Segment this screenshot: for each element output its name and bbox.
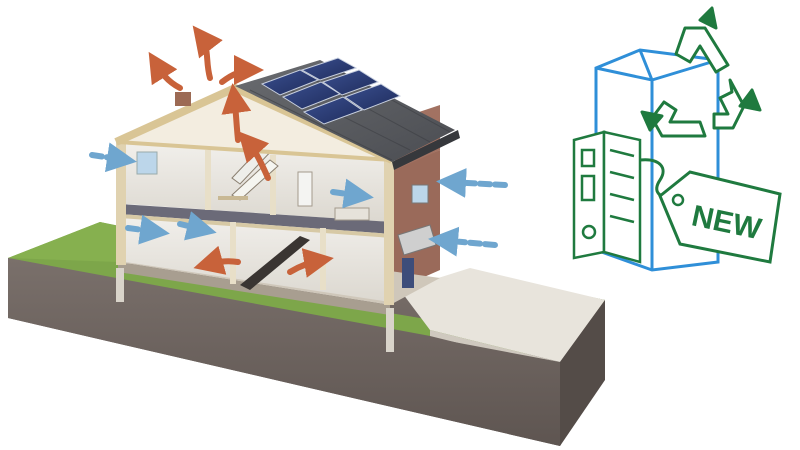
exhaust-arrow-3 [219, 55, 264, 86]
interior-wall-2 [270, 155, 276, 215]
tag-hole [671, 193, 685, 207]
grass-strip [8, 222, 135, 262]
exhaust-arrow-7 [193, 245, 241, 275]
exhaust-arrow-2 [192, 25, 223, 81]
fresh-air-arrow-inner-1 [177, 211, 217, 241]
foundation-post-1 [116, 268, 124, 302]
table [218, 196, 248, 200]
attic-space [116, 88, 392, 160]
right-wall [384, 155, 394, 305]
exhaust-arrow-5 [237, 131, 271, 181]
fresh-air-arrow-left-lower [125, 214, 170, 245]
fresh-air-arrow-left-upper [89, 142, 137, 173]
vent-stack [175, 92, 191, 106]
new-tag: NEW [658, 170, 782, 264]
warm-exhaust-arrows [148, 25, 334, 278]
fresh-air-arrows [89, 142, 508, 257]
roof-eave [392, 130, 460, 170]
exhaust-arrow-1 [148, 51, 183, 91]
exhaust-arrow-4 [221, 83, 252, 143]
left-wall [116, 140, 126, 265]
ground [8, 222, 605, 446]
exhaust-arrow-6 [287, 248, 334, 278]
interior-wall-1 [205, 150, 211, 210]
floor-slab-front [118, 262, 390, 315]
fresh-air-arrow-lower [428, 226, 498, 257]
fresh-air-arrow-upper [436, 167, 508, 198]
ventilation-unit [572, 130, 642, 264]
brick-side-wall [390, 150, 440, 292]
interior-wall-3 [230, 222, 236, 284]
foundation-post-2 [386, 308, 394, 352]
recycle-icon [640, 6, 762, 138]
fresh-air-arrow-inner-2 [330, 178, 374, 209]
kitchen-counter [334, 207, 370, 221]
cabinet-edge [595, 49, 719, 270]
window-upper-left [136, 151, 158, 175]
fridge [297, 171, 313, 207]
soil-side [560, 300, 605, 446]
soil-front [8, 258, 560, 446]
paving-top [400, 268, 605, 362]
window-side [411, 184, 429, 204]
tag-shape [658, 170, 782, 264]
solar-panels [260, 57, 402, 125]
renewal-badge: NEW [572, 6, 782, 272]
door-side [402, 258, 414, 288]
